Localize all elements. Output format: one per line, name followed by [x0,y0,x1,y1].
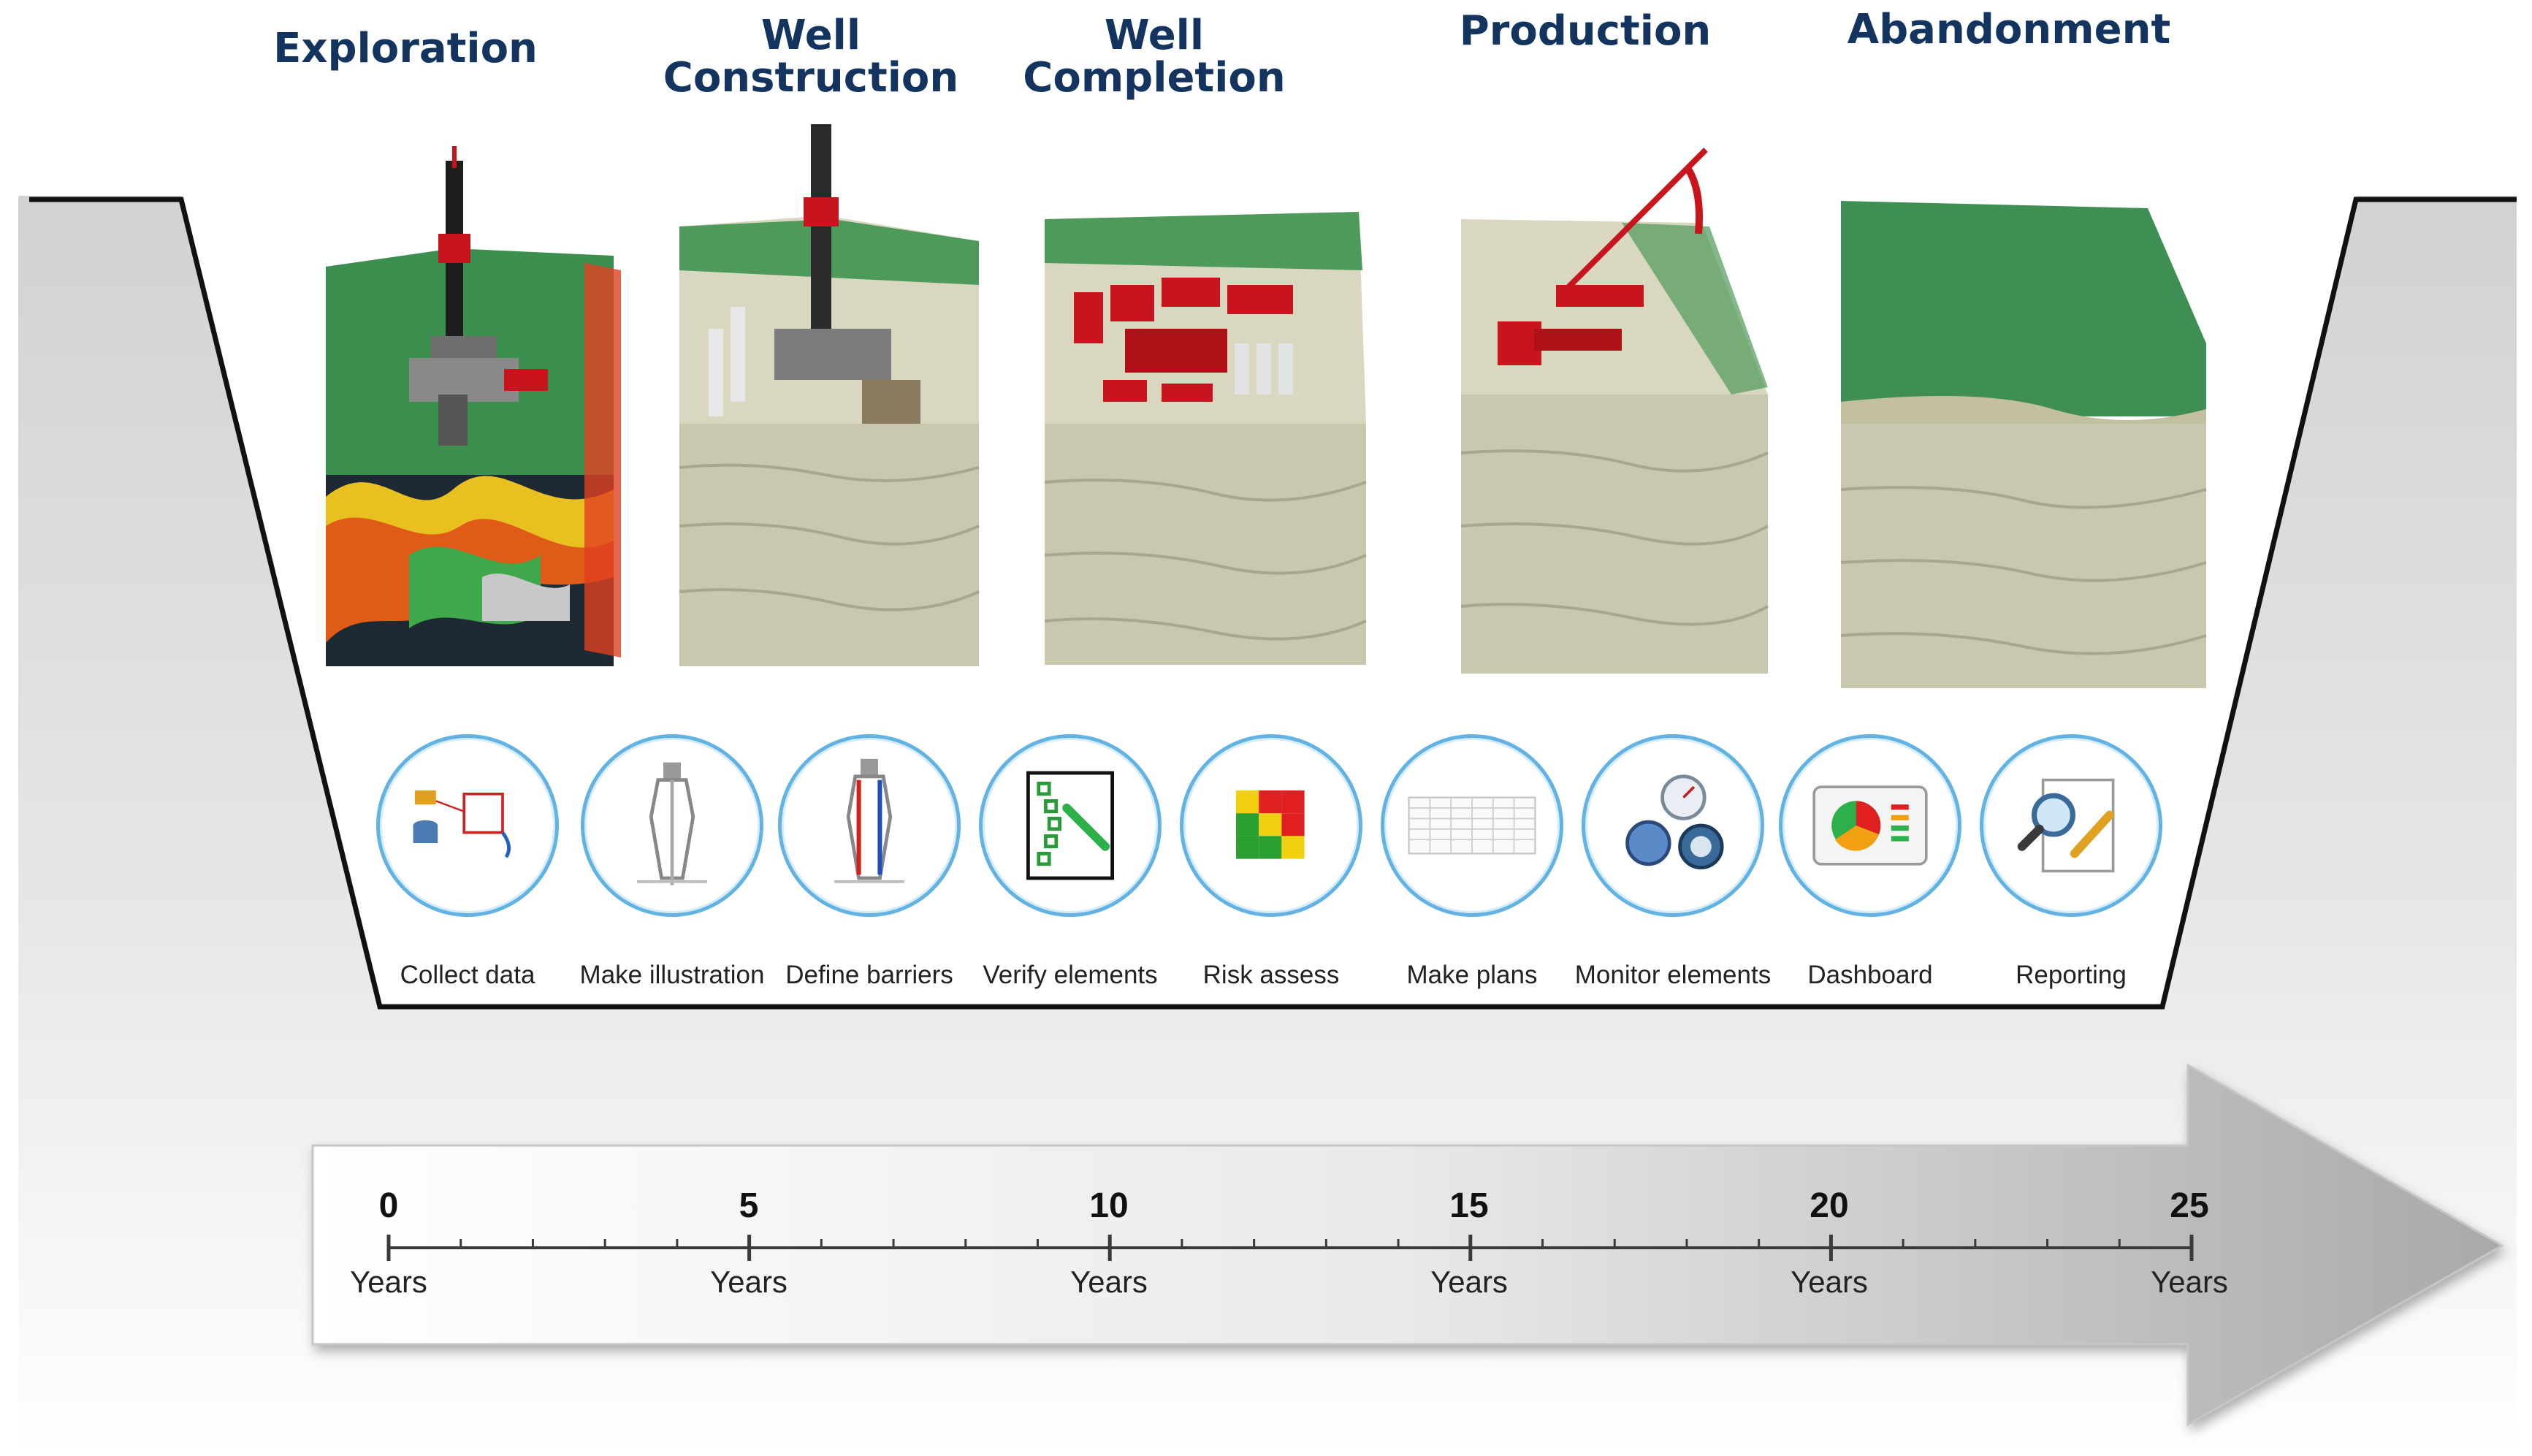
timeline-tick-15: 15 Years [1396,1187,1542,1300]
well-completion-block-image [1044,212,1367,665]
phase-title-well-construction: Well Construction [643,15,979,99]
checklist-icon [979,734,1162,917]
production-block-image [1460,148,1769,674]
tick-unit: Years [2151,1265,2228,1299]
phase-title-line2: Construction [663,54,959,102]
well-schematic-icon [581,734,763,917]
tool-define-barriers: Define barriers [760,734,979,990]
timeline-tick-10: 10 Years [1036,1187,1182,1300]
tool-make-illustration: Make illustration [563,734,782,990]
plan-table-icon [1381,734,1563,917]
phase-title-well-completion: Well Completion [1001,15,1308,99]
timeline-tick-0: 0 Years [316,1187,462,1300]
phase-title-line1: Well [760,12,861,59]
tool-risk-assess: Risk assess [1162,734,1381,990]
tool-label: Collect data [400,961,535,989]
tick-unit: Years [710,1265,788,1299]
tool-dashboard: Dashboard [1761,734,1980,990]
phase-title-line1: Well [1104,12,1205,59]
abandonment-block-image [1840,201,2207,688]
report-magnifier-icon [1980,734,2162,917]
tick-unit: Years [1791,1265,1868,1299]
phase-title-exploration: Exploration [256,28,555,70]
phase-title-line2: Exploration [273,25,538,72]
tool-label: Risk assess [1202,961,1340,989]
trough-outline [29,197,2517,1010]
pressure-gauges-icon [1582,734,1764,917]
timeline-axis [386,1235,2194,1261]
tick-unit: Years [1430,1265,1508,1299]
tick-value: 0 [378,1186,399,1225]
pie-chart-dashboard-icon [1779,734,1961,917]
tool-collect-data: Collect data [358,734,577,990]
tool-monitor-elements: Monitor elements [1563,734,1782,990]
timeline-arrow [311,1063,2505,1427]
data-collection-icon [376,734,559,917]
tick-unit: Years [1070,1265,1148,1299]
phase-title-production: Production [1432,10,1739,53]
tool-label: Reporting [2016,961,2127,989]
timeline-tick-5: 5 Years [676,1187,822,1300]
tool-label: Verify elements [983,961,1158,989]
phase-title-line2: Abandonment [1847,6,2171,53]
phase-title-line2: Completion [1023,54,1286,102]
tick-value: 20 [1810,1186,1849,1225]
barrier-schematic-icon [778,734,961,917]
timeline-tick-20: 20 Years [1756,1187,1902,1300]
exploration-block-image [326,146,621,666]
tool-label: Dashboard [1807,961,1933,989]
tool-reporting: Reporting [1961,734,2181,990]
tool-verify-elements: Verify elements [961,734,1180,990]
tick-value: 5 [739,1186,759,1225]
tool-label: Make illustration [579,961,765,989]
tick-unit: Years [350,1265,427,1299]
tool-label: Monitor elements [1574,961,1772,989]
tick-value: 25 [2170,1186,2209,1225]
tool-make-plans: Make plans [1362,734,1582,990]
phase-title-line2: Production [1459,7,1712,55]
risk-matrix-icon [1180,734,1362,917]
phase-title-abandonment: Abandonment [1826,9,2192,51]
well-construction-block-image [679,124,980,666]
timeline-tick-25: 25 Years [2116,1187,2262,1300]
tool-label: Make plans [1406,961,1538,989]
tool-label: Define barriers [785,961,953,989]
tick-value: 15 [1449,1186,1489,1225]
tick-value: 10 [1089,1186,1129,1225]
trough-background [18,196,2517,1456]
